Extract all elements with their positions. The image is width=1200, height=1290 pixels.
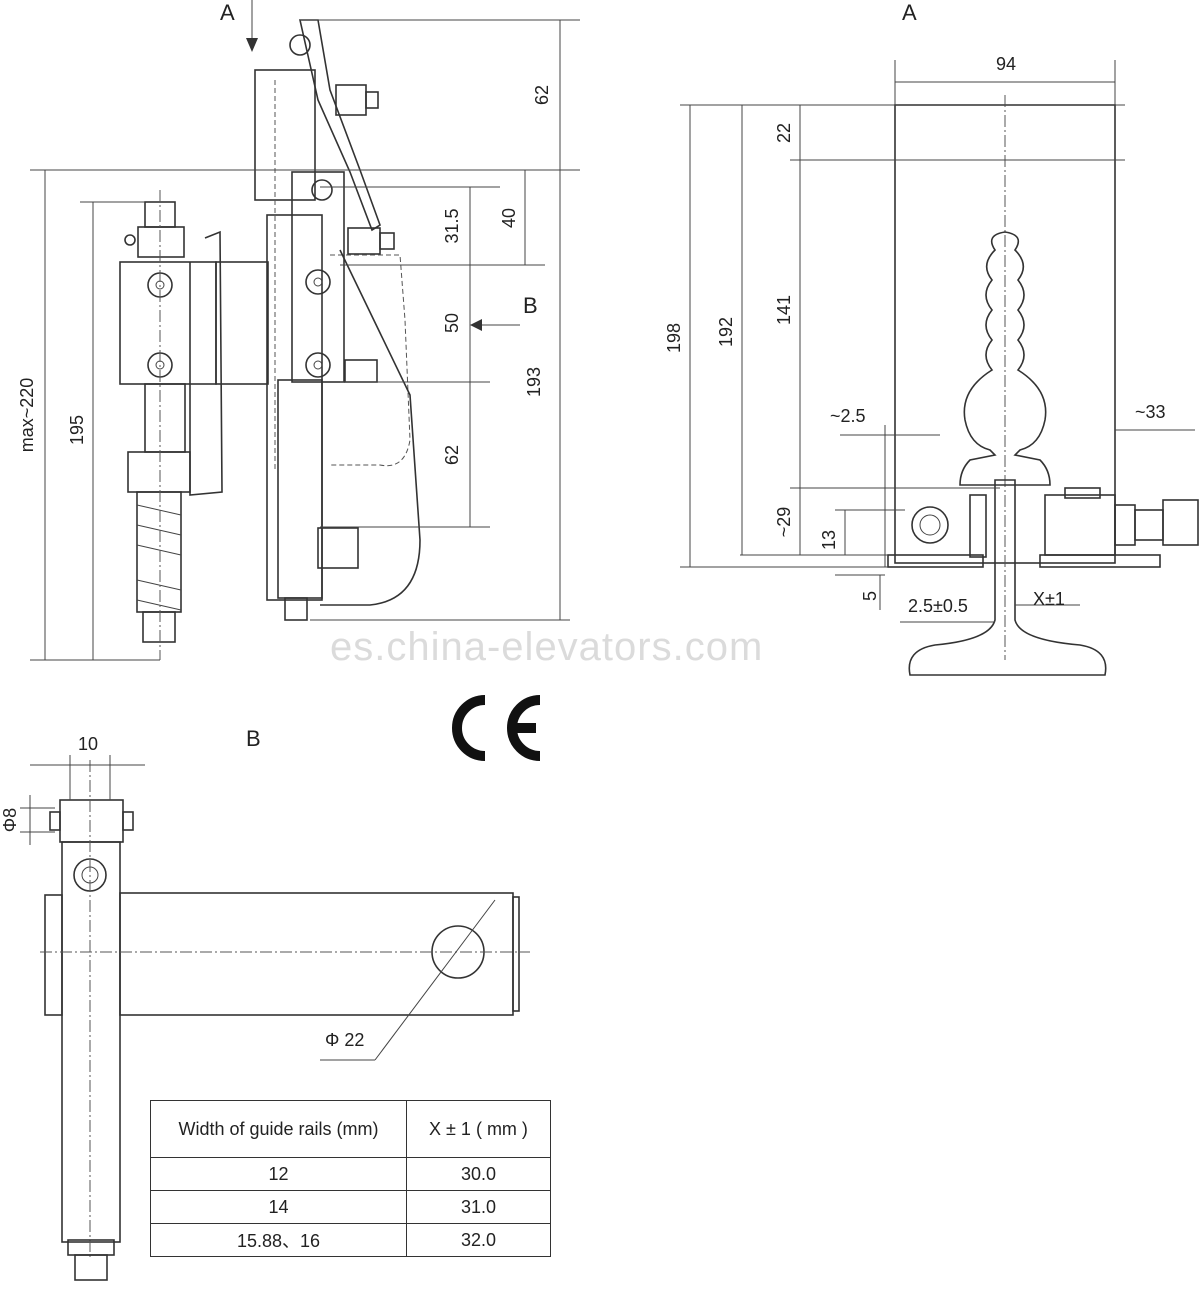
lever-housing (291, 171, 345, 383)
dim-50: 50 (442, 313, 462, 333)
bottom-screw (142, 611, 176, 643)
header-x: X ± 1 ( mm ) (406, 1100, 551, 1158)
switch-body (119, 261, 217, 385)
bottom-nut (284, 597, 308, 621)
ce-mark-logo (452, 695, 541, 761)
lever-pin-top (289, 34, 311, 56)
dim-2-5-tolerance: 2.5±0.5 (908, 596, 968, 616)
dim-195: 195 (67, 415, 87, 445)
plunger-upper (144, 383, 186, 453)
cell-x: 31.0 (406, 1190, 551, 1224)
dim-x-tolerance: X±1 (1033, 589, 1065, 609)
dim-62-bottom: 62 (442, 445, 462, 465)
clamp-block (1044, 494, 1116, 556)
cell-width: 12 (150, 1157, 407, 1191)
side-dimensions: 62 31.5 40 50 62 193 B 195 (17, 19, 580, 661)
dim-192: 192 (716, 317, 736, 347)
header-width: Width of guide rails (mm) (150, 1100, 407, 1158)
dim-13: 13 (819, 530, 839, 550)
side-plate (44, 894, 63, 1016)
section-arrow-a-head (246, 38, 258, 52)
section-arrow-b-label: B (523, 293, 538, 318)
lever-pin (311, 179, 333, 201)
bolt-head-mid (347, 227, 381, 255)
guide-rail-table: Width of guide rails (mm) X ± 1 ( mm ) 1… (150, 1100, 551, 1257)
lower-plate (277, 379, 323, 599)
left-guide-shoe (969, 494, 987, 558)
cell-x: 30.0 (406, 1157, 551, 1191)
bolt-nut-top (365, 91, 379, 109)
dim-33-approx: ~33 (1135, 402, 1166, 422)
clamp-end-plate (1162, 499, 1199, 546)
actuator-nut (137, 226, 185, 258)
cell-x: 32.0 (406, 1223, 551, 1257)
bottom-nut-b (74, 1254, 108, 1281)
dim-phi-22: Φ 22 (325, 1030, 364, 1050)
clamp-nut (1134, 509, 1164, 541)
pivot-hole-lower (305, 352, 331, 378)
wire-loop (320, 249, 421, 606)
bolt-head-low (344, 359, 378, 383)
dim-2-5-approx: ~2.5 (830, 406, 866, 426)
watermark: es.china-elevators.com (330, 625, 764, 669)
dim-31-5: 31.5 (442, 208, 462, 243)
dim-5: 5 (860, 591, 880, 601)
table-row: 15.88、16 32.0 (150, 1223, 551, 1257)
lower-block (317, 527, 359, 569)
dim-62-top: 62 (532, 85, 552, 105)
keyhole-slot (959, 231, 1051, 486)
side-view: A (17, 0, 580, 661)
view-label-a-front: A (902, 0, 917, 25)
bolt-head-top (335, 84, 367, 116)
hidden-housing-outline (330, 254, 411, 467)
base-plate-right (1039, 554, 1161, 568)
cell-width: 15.88、16 (150, 1223, 407, 1257)
lever-arm (299, 19, 381, 232)
plunger-collar (127, 451, 191, 493)
spring-coils (136, 504, 182, 611)
dim-193: 193 (524, 367, 544, 397)
base-nut (911, 506, 949, 544)
pivot-hole-upper (305, 269, 331, 295)
view-label-b: B (246, 726, 261, 751)
switch-mount-plate (215, 261, 269, 385)
clevis-top (59, 799, 124, 843)
dim-29-approx: ~29 (774, 507, 794, 538)
dim-40: 40 (499, 208, 519, 228)
view-label-a-side: A (220, 0, 235, 25)
upper-bracket-plate (254, 69, 316, 201)
dim-phi-8: Φ8 (0, 808, 20, 832)
dim-198: 198 (664, 323, 684, 353)
base-plate-left (887, 554, 984, 568)
bolt-nut-mid (379, 232, 395, 250)
clamp-bolt-head (1114, 504, 1136, 546)
dim-10: 10 (78, 734, 98, 754)
front-dimensions: 94 22 141 198 192 ~2.5 ~33 ~29 13 (664, 54, 1195, 623)
table-header-row: Width of guide rails (mm) X ± 1 ( mm ) (150, 1100, 551, 1158)
table-row: 14 31.0 (150, 1190, 551, 1224)
dim-22: 22 (774, 123, 794, 143)
guide-rail (908, 479, 1107, 676)
cell-width: 14 (150, 1190, 407, 1224)
bottom-view-b: B Φ 22 10 Φ8 (0, 726, 530, 1281)
dim-94: 94 (996, 54, 1016, 74)
table-row: 12 30.0 (150, 1157, 551, 1191)
switch-bracket (189, 230, 223, 496)
dim-141: 141 (774, 295, 794, 325)
vertical-arm (61, 841, 121, 1243)
dim-max-220: max~220 (17, 378, 37, 453)
front-view-a: A 94 22 141 (664, 0, 1199, 676)
